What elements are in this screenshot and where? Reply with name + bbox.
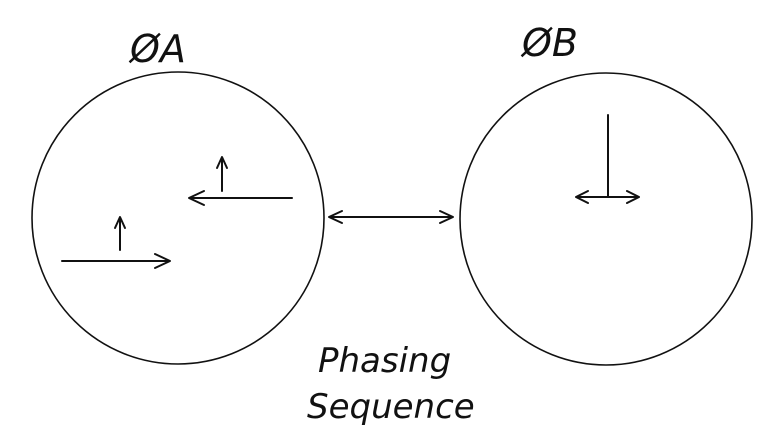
phase-a-label: ØA — [128, 27, 186, 71]
caption-line-1: Phasing — [318, 341, 451, 381]
phase-b-circle — [459, 72, 753, 366]
phase-b-vector-icon — [575, 114, 640, 204]
phase-a-upper-vector-icon — [188, 156, 293, 206]
phase-a-lower-vector-icon — [61, 216, 171, 269]
caption-line-2: Sequence — [307, 387, 475, 427]
phase-b-label: ØB — [520, 21, 578, 65]
phase-a-circle — [31, 71, 325, 365]
connector-double-arrow-icon — [328, 210, 454, 224]
